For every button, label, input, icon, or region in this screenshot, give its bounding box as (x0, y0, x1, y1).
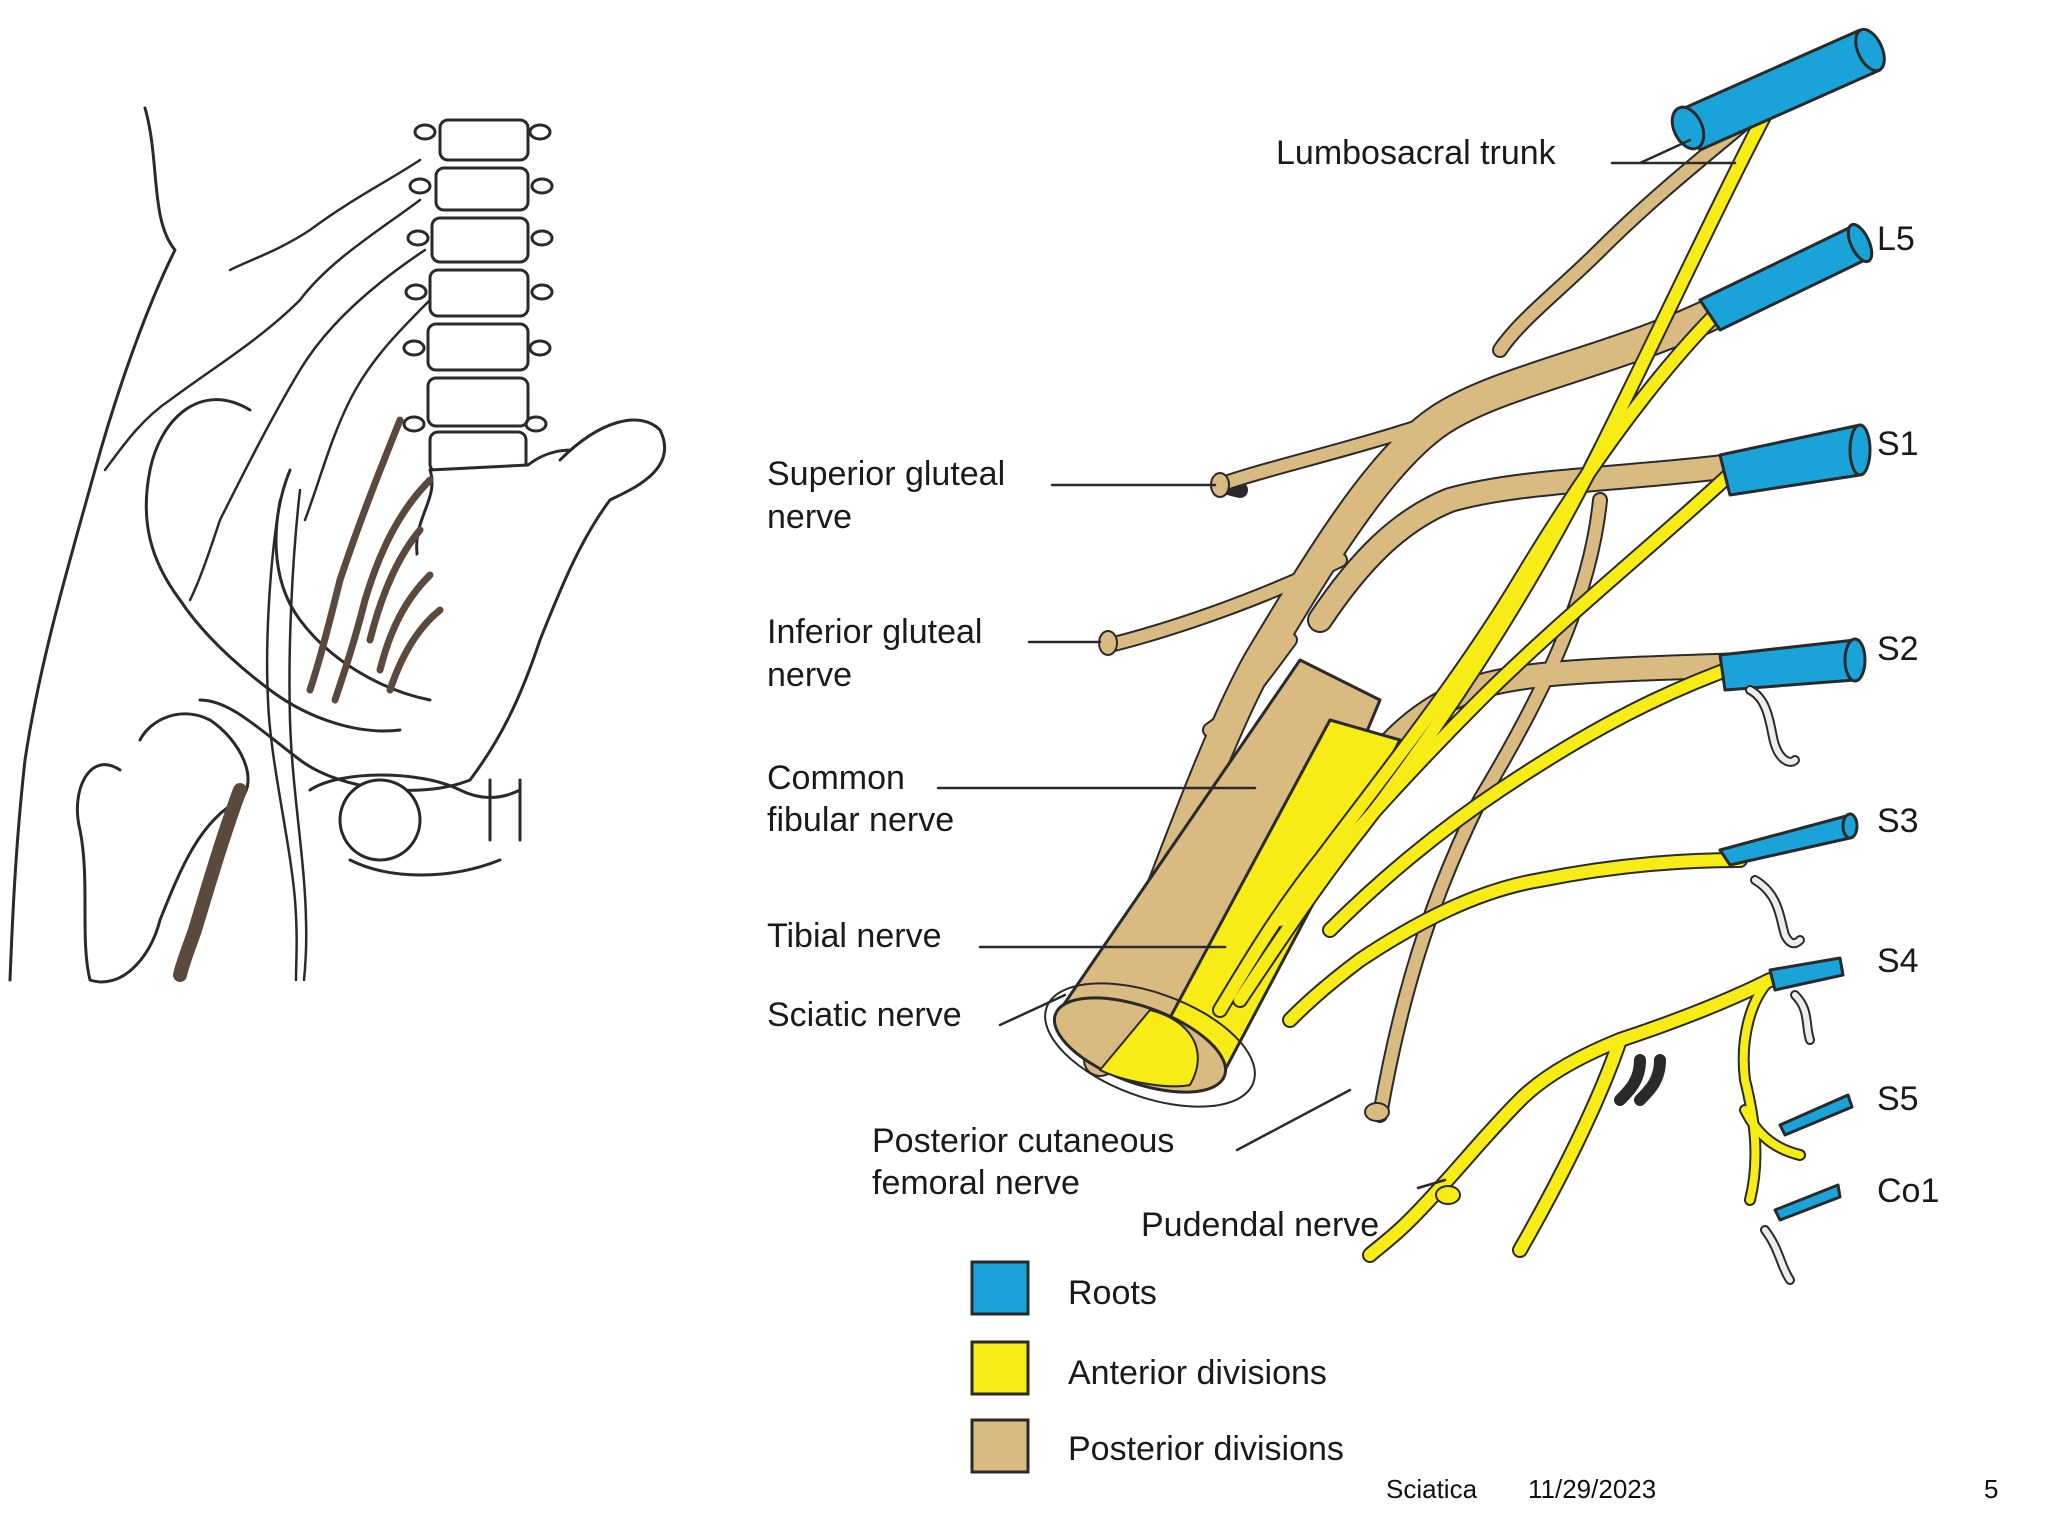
legend-item-posterior-divisions: Posterior divisions (970, 1418, 1344, 1474)
label-inferior-gluteal-1: Inferior gluteal (767, 613, 982, 651)
footer-date: 11/29/2023 (1528, 1474, 1656, 1504)
footer-page-number: 5 (1984, 1474, 1998, 1504)
ilium (198, 418, 667, 792)
label-superior-gluteal-2: nerve (767, 498, 852, 536)
label-pudendal-nerve: Pudendal nerve (1141, 1206, 1379, 1244)
femur (75, 712, 250, 984)
legend-label-roots: Roots (1068, 1274, 1157, 1312)
root-l5 (1698, 223, 1867, 332)
root-s4 (1768, 956, 1845, 992)
legend: Roots Anterior divisions Posterior divis… (970, 1260, 1344, 1474)
root-co1 (1773, 1183, 1842, 1222)
sacral-plexus-dark (306, 416, 444, 704)
label-inferior-gluteal-2: nerve (767, 656, 852, 694)
legend-swatch-posterior (970, 1418, 1030, 1474)
legend-item-roots: Roots (970, 1260, 1157, 1316)
root-s3 (1718, 813, 1852, 867)
label-s4: S4 (1877, 942, 1919, 980)
roots (1670, 27, 1886, 1222)
label-s2: S2 (1877, 630, 1919, 668)
anterior-divisions (1214, 99, 1804, 1261)
label-s3: S3 (1877, 802, 1919, 840)
label-s1: S1 (1877, 425, 1919, 463)
vertebrae (402, 118, 554, 474)
label-co1: Co1 (1877, 1172, 1939, 1210)
pelvis-spine-illustration (8, 106, 667, 984)
sciatic-trunk (1044, 658, 1402, 1108)
legend-swatch-roots (970, 1260, 1030, 1316)
slide-footer: Sciatica 11/29/2023 5 (1386, 1474, 1998, 1504)
root-s5 (1778, 1093, 1854, 1137)
label-l5: L5 (1877, 220, 1915, 258)
label-s5: S5 (1877, 1080, 1919, 1118)
root-s2 (1718, 638, 1857, 692)
footer-title: Sciatica (1386, 1474, 1478, 1504)
legend-swatch-anterior (970, 1340, 1030, 1396)
label-lumbosacral-trunk: Lumbosacral trunk (1276, 134, 1557, 172)
nerve-end-caps (1098, 472, 1461, 1205)
label-superior-gluteal-1: Superior gluteal (767, 455, 1005, 493)
label-tibial-nerve: Tibial nerve (767, 917, 941, 955)
legend-item-anterior-divisions: Anterior divisions (970, 1340, 1327, 1396)
label-sciatic-nerve: Sciatic nerve (767, 996, 962, 1034)
legend-label-anterior: Anterior divisions (1068, 1354, 1327, 1392)
leader-lines (936, 138, 1737, 1190)
diagram-labels: Lumbosacral trunk L5 S1 S2 S3 S4 S5 Co1 … (767, 134, 1939, 1244)
legend-label-posterior: Posterior divisions (1068, 1430, 1344, 1468)
sacral-plexus-diagram (936, 27, 1886, 1285)
root-s1 (1718, 423, 1862, 497)
label-common-fibular-1: Common (767, 759, 905, 797)
label-common-fibular-2: fibular nerve (767, 801, 954, 839)
label-posterior-cutaneous-2: femoral nerve (872, 1164, 1080, 1202)
label-posterior-cutaneous-1: Posterior cutaneous (872, 1122, 1174, 1160)
